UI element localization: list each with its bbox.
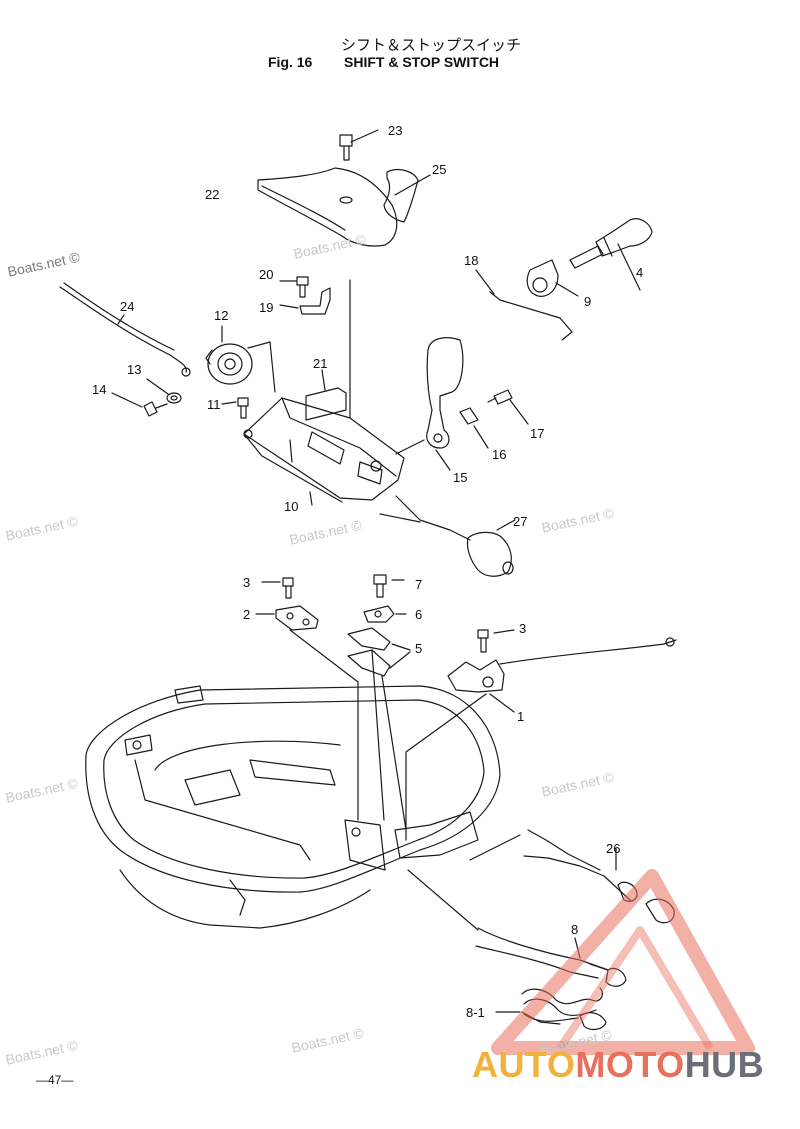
callout-23: 23 <box>388 123 403 138</box>
callout-24: 24 <box>120 299 135 314</box>
callout-3-left: 3 <box>243 575 251 590</box>
callout-21: 21 <box>313 356 328 371</box>
title-japanese: シフト＆ストップスイッチ <box>341 36 522 54</box>
bottom-cowling-drawing <box>85 685 501 929</box>
callout-10: 10 <box>284 499 299 514</box>
callout-12: 12 <box>214 308 229 323</box>
shift-rod-24 <box>59 282 191 377</box>
bolt-23 <box>339 129 379 161</box>
callout-25: 25 <box>432 162 447 177</box>
bracket-21 <box>305 369 347 421</box>
plate-2 <box>255 605 359 821</box>
page-number: —47— <box>36 1073 74 1087</box>
plate-6 <box>363 605 407 623</box>
callout-13: 13 <box>127 362 142 377</box>
washer-13 <box>146 378 182 404</box>
neutral-switch-27 <box>379 495 516 577</box>
callout-4: 4 <box>636 265 644 280</box>
callout-7: 7 <box>415 577 423 592</box>
cam-gear-12 <box>205 325 276 393</box>
callout-14: 14 <box>92 382 107 397</box>
stop-switch-9 <box>526 259 579 297</box>
bolt-17 <box>487 389 529 425</box>
callout-6: 6 <box>415 607 423 622</box>
callout-2: 2 <box>243 607 251 622</box>
figure-title: SHIFT & STOP SWITCH <box>344 54 500 70</box>
callout-5: 5 <box>415 641 423 656</box>
callout-22: 22 <box>205 187 220 202</box>
shift-cover-plate <box>257 167 398 247</box>
brand-text-moto: MOTO <box>575 1044 685 1085</box>
callout-15: 15 <box>453 470 468 485</box>
callout-1: 1 <box>517 709 525 724</box>
brand-logo-text: AUTOMOTOHUB <box>472 1044 764 1086</box>
bolt-3-left <box>261 577 294 599</box>
callout-17: 17 <box>530 426 545 441</box>
callout-11: 11 <box>207 397 221 412</box>
bolt-7 <box>373 574 405 598</box>
brand-text-auto: AUTO <box>472 1044 576 1085</box>
brand-text-hub: HUB <box>684 1044 765 1085</box>
rubber-pad-25 <box>383 168 431 223</box>
bracket-1 <box>405 637 677 841</box>
callout-18: 18 <box>464 253 479 268</box>
spacer-16 <box>459 407 489 449</box>
bolt-20 <box>279 276 309 298</box>
callout-8-1: 8-1 <box>466 1005 485 1020</box>
callout-26: 26 <box>606 841 621 856</box>
callout-3-right: 3 <box>519 621 527 636</box>
callout-27: 27 <box>513 514 528 529</box>
callout-20: 20 <box>259 267 274 282</box>
figure-number: Fig. 16 <box>268 54 313 70</box>
brand-triangle-logo <box>491 869 755 1055</box>
bolt-14 <box>111 392 168 417</box>
callout-19: 19 <box>259 300 274 315</box>
clamp-5 <box>347 627 411 831</box>
key-switch-4 <box>569 218 653 291</box>
callout-8: 8 <box>571 922 579 937</box>
callout-9: 9 <box>584 294 592 309</box>
callout-16: 16 <box>492 447 507 462</box>
bracket-19 <box>279 287 331 315</box>
shift-housing-10 <box>243 279 405 506</box>
link-rod-18 <box>475 269 573 341</box>
shift-lever-15 <box>395 337 464 471</box>
bolt-11 <box>221 397 249 419</box>
bolt-3-right <box>477 629 515 653</box>
